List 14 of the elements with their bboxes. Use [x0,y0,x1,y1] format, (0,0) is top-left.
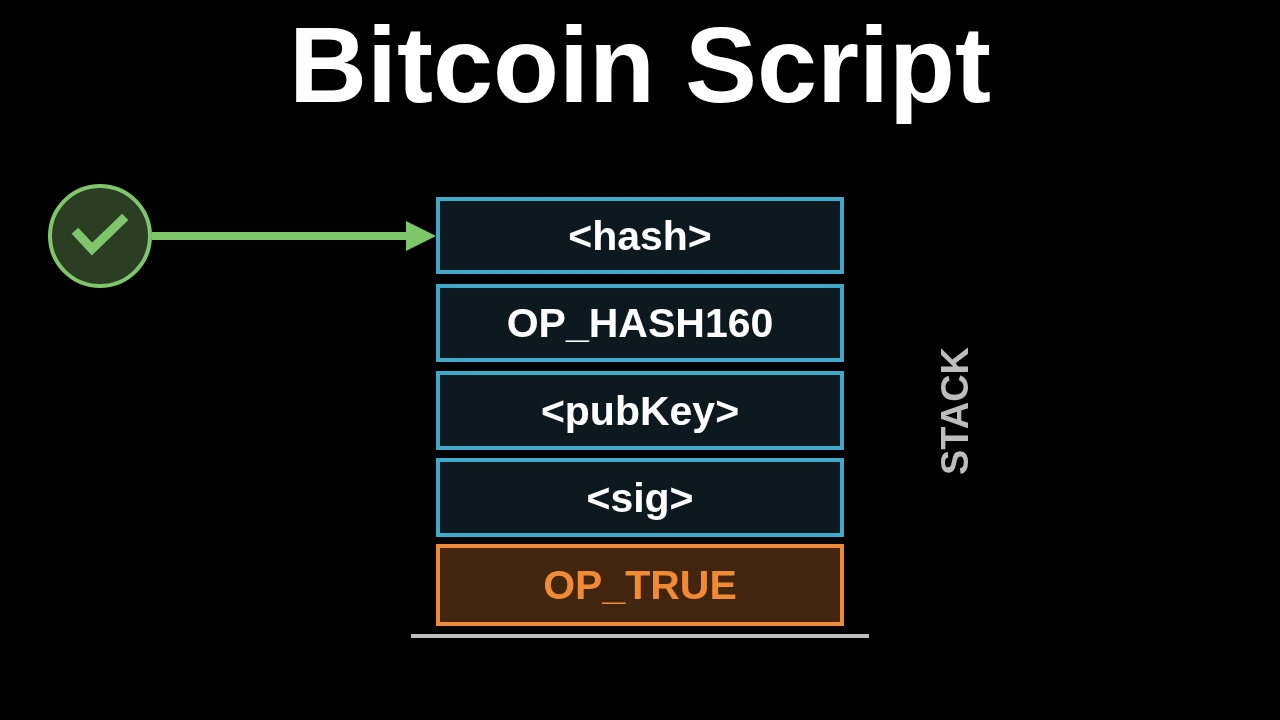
block-label: OP_HASH160 [506,300,774,346]
block-label: <hash> [568,212,712,259]
check-circle-icon [48,184,152,288]
stack-block [436,197,844,274]
block-label: <sig> [586,474,694,521]
title: Bitcoin Script [288,6,992,124]
stack-block [436,458,844,537]
stack-side-label: STACK [936,346,974,476]
arrow [152,221,436,251]
stack-block [436,371,844,450]
block-label: OP_TRUE [543,562,737,608]
block-label: <pubKey> [540,387,740,434]
stack-block [436,284,844,362]
stack-block [436,544,844,626]
